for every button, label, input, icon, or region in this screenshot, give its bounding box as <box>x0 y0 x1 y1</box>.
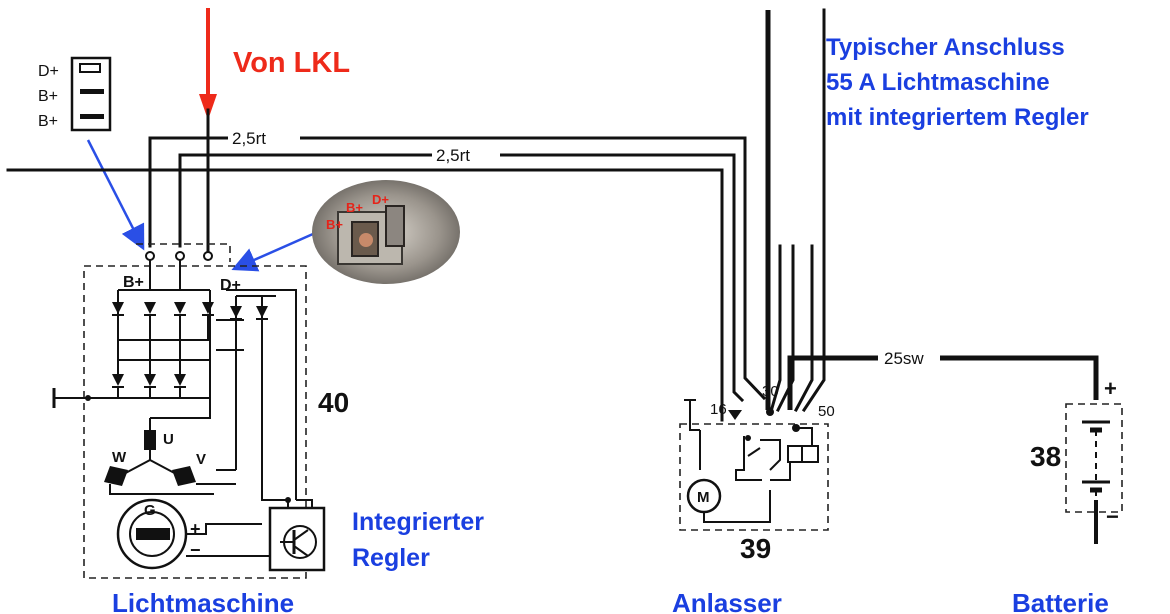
starter-terminal-16: 16 <box>710 401 727 418</box>
pointer-arrow-photo <box>231 228 323 272</box>
von-lkl-label: Von LKL <box>233 47 350 79</box>
component-number-40: 40 <box>318 387 349 418</box>
photo-label-b-plus-2: B+ <box>326 217 343 232</box>
terminal-b-plus: B+ <box>123 274 144 291</box>
photo-label-b-plus-1: B+ <box>346 200 363 215</box>
generator-plus: + <box>190 519 201 539</box>
regulator-symbol <box>261 484 326 572</box>
pointer-arrow-connector <box>86 139 145 251</box>
starter-schematic: 25sw 16 30 50 M 39 <box>679 244 1099 564</box>
connector-pin-b-plus-1: B+ <box>38 88 58 105</box>
regler-label: Regler <box>352 544 430 572</box>
batterie-label: Batterie <box>1012 588 1109 614</box>
stator-u: U <box>163 431 174 448</box>
red-arrow-head <box>199 94 217 120</box>
generator-g: G <box>144 502 156 519</box>
wire-label-25sw: 25sw <box>884 349 924 368</box>
wire-label-bg-3 <box>878 348 940 368</box>
lichtmaschine-label: Lichtmaschine <box>112 588 294 614</box>
component-number-39: 39 <box>740 533 771 564</box>
alternator-schematic: B+ D+ 40 U <box>52 243 349 579</box>
stator-w: W <box>112 449 127 466</box>
connector-plug: D+ B+ B+ <box>38 56 112 132</box>
title-line-3: mit integriertem Regler <box>826 104 1089 131</box>
photo-label-d-plus: D+ <box>372 192 389 207</box>
generator-minus: − <box>190 540 201 560</box>
starter-motor-m: M <box>697 489 710 506</box>
starter-terminal-30: 30 <box>762 383 779 400</box>
starter-terminal-50: 50 <box>818 403 835 420</box>
component-number-38: 38 <box>1030 441 1061 472</box>
terminal-d-plus: D+ <box>220 277 241 294</box>
wire-label-2-5rt-top: 2,5rt <box>232 129 266 148</box>
integrierter-label: Integrierter <box>352 508 484 536</box>
stator-v: V <box>196 451 206 468</box>
wire-label-2-5rt-mid: 2,5rt <box>436 146 470 165</box>
alternator-photo-inset: B+ D+ B+ <box>312 180 460 284</box>
connector-pin-b-plus-2: B+ <box>38 113 58 130</box>
battery-plus: + <box>1104 376 1117 401</box>
generator-symbol: G + − <box>116 498 270 570</box>
wire-label-bg-1 <box>228 128 300 146</box>
connector-pin-d-plus: D+ <box>38 63 59 80</box>
anlasser-label: Anlasser <box>672 588 782 614</box>
rectifier-diodes <box>112 302 268 388</box>
wire-label-bg-2 <box>432 145 500 163</box>
battery-schematic: + − 38 <box>1030 376 1123 544</box>
battery-minus: − <box>1106 504 1119 529</box>
title-line-2: 55 A Lichtmaschine <box>826 69 1050 96</box>
title-line-1: Typischer Anschluss <box>826 34 1065 61</box>
